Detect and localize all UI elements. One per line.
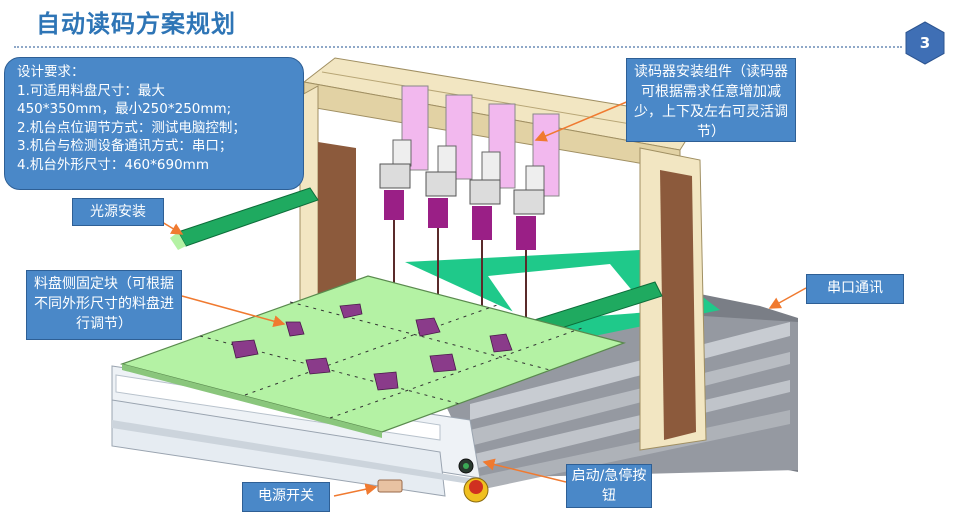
design-requirements-box: 设计要求： 1.可适用料盘尺寸：最大 450*350mm，最小250*250mm… <box>4 57 304 190</box>
callout-light-source: 光源安装 <box>72 198 164 226</box>
callout-power-switch: 电源开关 <box>242 482 330 512</box>
requirement-line: 2.机台点位调节方式：测试电脑控制； <box>17 119 246 136</box>
callout-tray-fixing-block: 料盘侧固定块（可根据不同外形尺寸的料盘进行调节） <box>26 270 182 340</box>
page-number: 3 <box>919 34 931 52</box>
brown-posts <box>318 142 696 440</box>
callout-serial-communication: 串口通讯 <box>806 274 904 304</box>
title-divider <box>14 46 902 48</box>
requirement-line: 4.机台外形尺寸：460*690mm <box>17 156 209 173</box>
reader-2 <box>425 94 473 316</box>
slide-title: 自动读码方案规划 <box>36 10 236 38</box>
reader-1 <box>379 85 429 306</box>
callout-start-stop-button: 启动/急停按钮 <box>566 464 652 508</box>
barcode-readers <box>379 85 560 334</box>
control-buttons <box>458 458 489 503</box>
tray-fixing-blocks <box>231 303 513 391</box>
requirement-line: 450*350mm，最小250*250mm; <box>17 101 232 117</box>
reader-3 <box>469 103 516 326</box>
callout-reader-mount: 读码器安装组件（读码器可根据需求任意增加减少，上下及左右可灵活调节） <box>626 58 796 142</box>
requirement-line: 1.可适用料盘尺寸：最大 <box>17 82 165 99</box>
power-switch <box>377 479 403 493</box>
material-tray <box>119 275 627 438</box>
requirements-heading: 设计要求： <box>17 64 85 80</box>
requirement-line: 3.机台与检测设备通讯方式：串口； <box>17 138 233 154</box>
reader-4 <box>513 113 560 334</box>
machine-base <box>445 282 798 492</box>
page-badge-hexagon <box>905 21 945 65</box>
